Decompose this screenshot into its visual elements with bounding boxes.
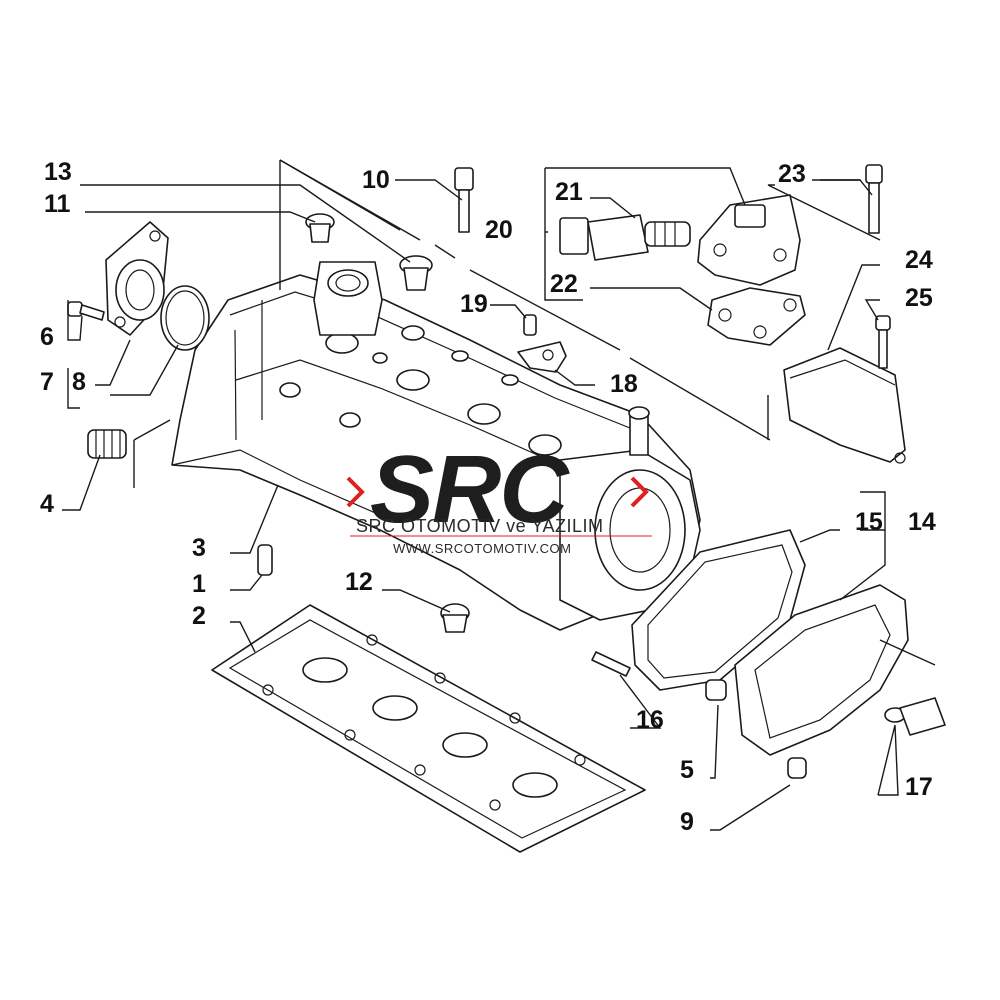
knurled-plug (87, 429, 127, 459)
chevron-left-icon (346, 476, 365, 508)
callout-8: 8 (72, 368, 86, 396)
callout-labels: 13 11 10 21 20 22 23 24 25 19 18 6 7 8 4… (40, 158, 936, 836)
bolt-23 (865, 164, 883, 234)
callout-7: 7 (40, 368, 54, 396)
plug-9 (787, 757, 807, 779)
camshaft-sensor (884, 697, 946, 736)
sensor-cover (783, 347, 906, 464)
chevron-right-icon (630, 476, 649, 508)
watermark-subtitle: SRC OTOMOTIV ve YAZILIM (356, 516, 604, 536)
callout-12: 12 (345, 568, 373, 596)
bolt-10 (454, 167, 474, 233)
cylinder-head-cover (171, 261, 701, 631)
leader-lines (62, 159, 936, 831)
screw-19 (523, 314, 537, 336)
thermostat-housing (105, 221, 169, 336)
callout-20: 20 (485, 216, 513, 244)
callout-11: 11 (44, 190, 71, 218)
callout-15: 15 (855, 508, 883, 536)
callout-24: 24 (905, 246, 933, 274)
head-gasket (211, 604, 646, 853)
plug-13 (399, 255, 433, 291)
plug-12 (440, 603, 470, 633)
watermark-brand: SRC (370, 436, 570, 543)
watermark-website: WWW.SRCOTOMOTIV.COM (393, 541, 572, 556)
sensor-bracket (517, 341, 567, 373)
callout-22: 22 (550, 270, 578, 298)
callout-18: 18 (610, 370, 638, 398)
callout-16: 16 (636, 706, 664, 734)
dowel-pin (257, 544, 273, 576)
plug-5 (705, 679, 727, 701)
src-watermark: SRC SRC OTOMOTIV ve YAZILIM WWW.SRCOTOMO… (346, 436, 652, 556)
callout-13: 13 (44, 158, 72, 186)
bolt-25 (875, 315, 891, 369)
rear-cover (734, 584, 909, 756)
callout-25: 25 (905, 284, 933, 312)
callout-2: 2 (192, 602, 206, 630)
callout-17: 17 (905, 773, 933, 801)
plug-11 (305, 213, 335, 243)
callout-3: 3 (192, 534, 206, 562)
callout-5: 5 (680, 756, 694, 784)
callout-10: 10 (362, 166, 390, 194)
callout-23: 23 (778, 160, 806, 188)
callout-6: 6 (40, 323, 54, 351)
callout-14: 14 (908, 508, 936, 536)
o-ring (160, 285, 210, 351)
callout-21: 21 (555, 178, 583, 206)
flange-bolt-6 (67, 301, 105, 321)
stud-16 (591, 651, 631, 677)
oil-control-solenoid (559, 214, 691, 261)
solenoid-housing (697, 194, 801, 286)
solenoid-gasket (707, 287, 806, 346)
callout-4: 4 (40, 490, 54, 518)
callout-9: 9 (680, 808, 694, 836)
callout-19: 19 (460, 290, 488, 318)
callout-1: 1 (192, 570, 206, 598)
